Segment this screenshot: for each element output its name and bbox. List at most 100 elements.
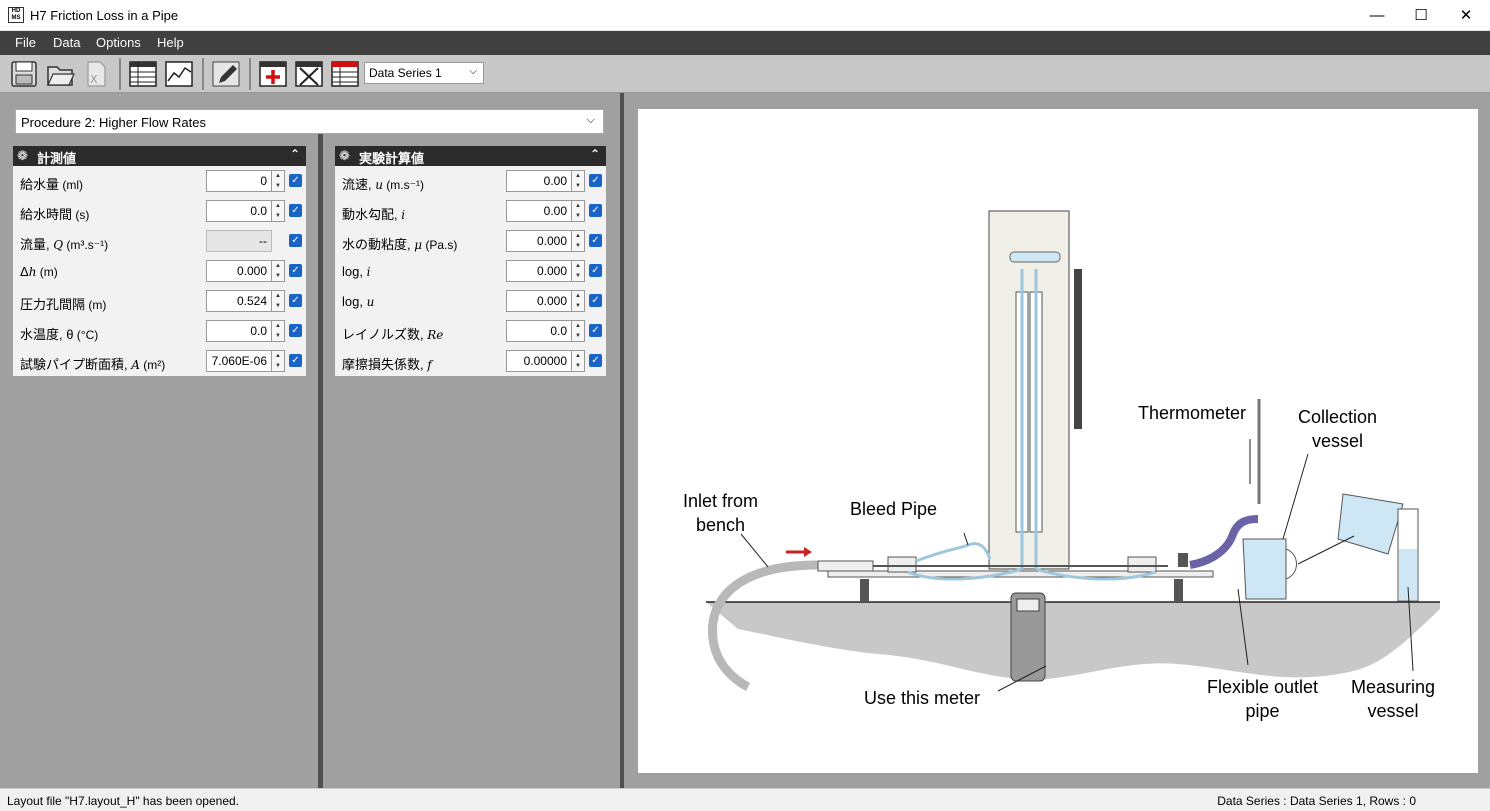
excel-icon: X [87, 61, 106, 87]
include-checkbox[interactable]: ✓ [589, 234, 602, 247]
inlet-hose [707, 560, 819, 691]
new-series-button[interactable] [329, 58, 361, 90]
menu-bar: File Data Options Help [0, 31, 1490, 55]
save-button[interactable] [8, 58, 40, 90]
flexible-outlet-pipe [1189, 515, 1259, 569]
panel-splitter[interactable] [318, 134, 323, 788]
spinner-arrows-icon[interactable]: ▲▼ [272, 290, 285, 312]
close-button[interactable]: ✕ [1459, 7, 1473, 24]
edit-button[interactable] [210, 58, 242, 90]
field-label: Δh (m) [20, 264, 58, 279]
label-unit: (m²) [139, 358, 166, 372]
value-field[interactable]: 0.000 [206, 260, 272, 282]
field-label: log, i [342, 264, 370, 279]
menu-file[interactable]: File [15, 35, 36, 50]
include-checkbox[interactable]: ✓ [289, 264, 302, 277]
maximize-button[interactable]: ☐ [1414, 7, 1428, 24]
field-label: 水温度, θ (°C) [20, 324, 98, 343]
label-unit: (ml) [59, 178, 84, 192]
include-checkbox[interactable]: ✓ [289, 204, 302, 217]
value-field[interactable]: 0.000 [506, 230, 572, 252]
calculated-row: 水の動粘度, μ (Pa.s)0.000▲▼✓ [335, 226, 606, 256]
spinner-arrows-icon[interactable]: ▲▼ [572, 350, 585, 372]
spinner-arrows-icon[interactable]: ▲▼ [572, 230, 585, 252]
add-row-button[interactable] [257, 58, 289, 90]
data-series-value: Data Series 1 [369, 66, 442, 80]
pressure-meter [1010, 592, 1046, 682]
value-field[interactable]: 0.000 [506, 260, 572, 282]
label-symbol: μ [414, 238, 423, 252]
label-text: 給水量 [20, 177, 60, 192]
label-unit: (m) [36, 265, 58, 279]
value-field[interactable]: 7.060E-06 [206, 350, 272, 372]
collapse-icon[interactable]: ⌃ [289, 147, 300, 161]
spinner-arrows-icon[interactable]: ▲▼ [572, 320, 585, 342]
collapse-icon[interactable]: ⌃ [589, 147, 600, 161]
procedure-select[interactable]: Procedure 2: Higher Flow Rates ⌵ [15, 109, 604, 134]
include-checkbox[interactable]: ✓ [589, 354, 602, 367]
include-checkbox[interactable]: ✓ [289, 324, 302, 337]
procedure-value: Procedure 2: Higher Flow Rates [21, 115, 206, 130]
spinner-arrows-icon[interactable]: ▲▼ [272, 350, 285, 372]
spinner-arrows-icon[interactable]: ▲▼ [272, 260, 285, 282]
table-view-button[interactable] [127, 58, 159, 90]
include-checkbox[interactable]: ✓ [589, 264, 602, 277]
label-symbol: f [427, 358, 432, 372]
include-checkbox[interactable]: ✓ [289, 294, 302, 307]
measured-panel-header[interactable]: ❁ 計測値 ⌃ [13, 146, 306, 166]
field-label: 動水勾配, i [342, 204, 405, 223]
spinner-arrows-icon[interactable]: ▲▼ [572, 200, 585, 222]
value-field[interactable]: 0.00000 [506, 350, 572, 372]
data-series-select[interactable]: Data Series 1 ⌵ [364, 62, 484, 84]
tapping-block-right [1127, 556, 1157, 573]
include-checkbox[interactable]: ✓ [589, 204, 602, 217]
label-symbol: i [401, 208, 406, 222]
label-text: 給水時間 [20, 207, 73, 222]
include-checkbox[interactable]: ✓ [289, 174, 302, 187]
include-checkbox[interactable]: ✓ [589, 294, 602, 307]
menu-options[interactable]: Options [96, 35, 141, 50]
spinner-arrows-icon[interactable]: ▲▼ [572, 290, 585, 312]
value-field[interactable]: 0.0 [206, 320, 272, 342]
apparatus-drawing [706, 210, 1440, 692]
graph-view-button[interactable] [163, 58, 195, 90]
value-field[interactable]: 0.00 [506, 170, 572, 192]
value-field[interactable]: 0.0 [506, 320, 572, 342]
menu-help[interactable]: Help [157, 35, 184, 50]
measured-row: 試験パイプ断面積, A (m²)7.060E-06▲▼✓ [13, 346, 306, 376]
spinner-arrows-icon[interactable]: ▲▼ [272, 320, 285, 342]
value-field[interactable]: 0.000 [506, 290, 572, 312]
spinner-arrows-icon[interactable]: ▲▼ [272, 200, 285, 222]
status-message: Layout file "H7.layout_H" has been opene… [7, 794, 240, 808]
delete-row-button[interactable] [293, 58, 325, 90]
export-excel-button[interactable]: X [80, 58, 112, 90]
value-field[interactable]: 0.524 [206, 290, 272, 312]
value-field[interactable]: 0.0 [206, 200, 272, 222]
field-label: 摩擦損失係数, f [342, 354, 432, 373]
label-symbol: Q [53, 238, 64, 252]
manometer-board [988, 210, 1070, 570]
include-checkbox[interactable]: ✓ [289, 354, 302, 367]
label-text: 試験パイプ断面積, [20, 357, 132, 372]
label-unit: (°C) [73, 328, 99, 342]
value-field[interactable]: 0.00 [506, 200, 572, 222]
chevron-down-icon: ⌵ [469, 66, 477, 77]
include-checkbox[interactable]: ✓ [589, 324, 602, 337]
menu-data[interactable]: Data [53, 35, 81, 50]
include-checkbox[interactable]: ✓ [589, 174, 602, 187]
hand-pump [1074, 269, 1082, 429]
calculated-panel-header[interactable]: ❁ 実験計算値 ⌃ [335, 146, 606, 166]
spinner-arrows-icon[interactable]: ▲▼ [272, 170, 285, 192]
folder-icon [47, 66, 75, 86]
spinner-arrows-icon[interactable]: ▲▼ [572, 170, 585, 192]
label-text: 水の動粘度, [342, 237, 415, 252]
minimize-button[interactable]: — [1369, 7, 1385, 24]
spinner-arrows-icon[interactable]: ▲▼ [572, 260, 585, 282]
open-button[interactable] [44, 58, 76, 90]
include-checkbox[interactable]: ✓ [289, 234, 302, 247]
svg-text:X: X [90, 73, 98, 86]
value-field[interactable]: 0 [206, 170, 272, 192]
